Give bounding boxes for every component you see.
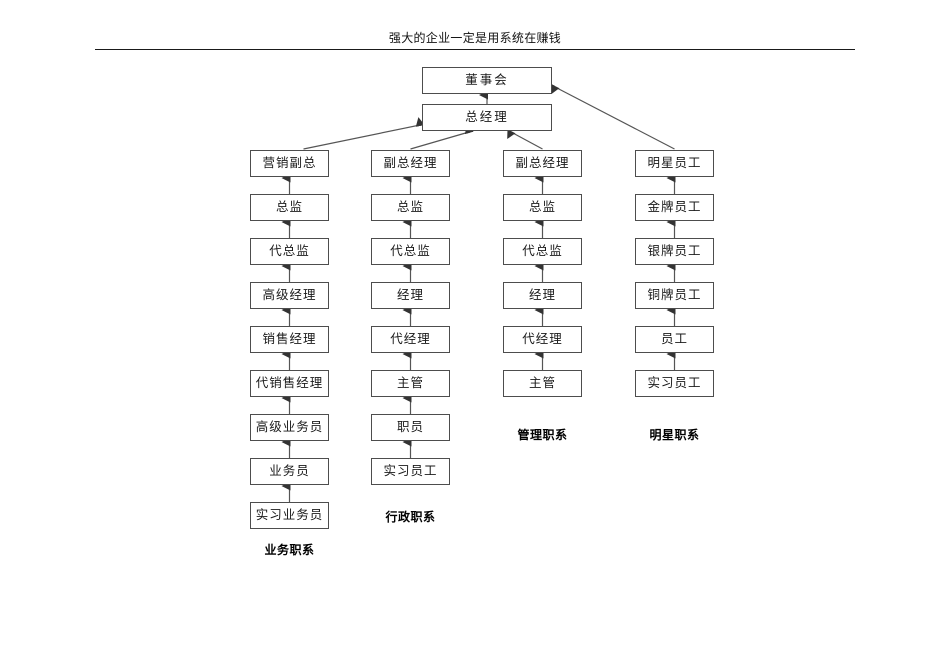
node-col-management-1: 总监 <box>503 194 582 221</box>
node-col-admin-6: 职员 <box>371 414 450 441</box>
edge-col-management-to-gm <box>507 128 543 150</box>
edge-col-star-to-board <box>551 84 675 150</box>
node-col-star-5: 实习员工 <box>635 370 714 397</box>
node-col-sales-6: 高级业务员 <box>250 414 329 441</box>
node-col-admin-2: 代总监 <box>371 238 450 265</box>
connector-edges <box>281 84 676 502</box>
edge-col-sales-to-gm <box>303 117 425 150</box>
node-col-sales-2: 代总监 <box>250 238 329 265</box>
document-header: 强大的企业一定是用系统在赚钱 <box>95 30 855 52</box>
node-col-management-4: 代经理 <box>503 326 582 353</box>
edge-col-admin-to-gm <box>410 124 474 150</box>
node-gm: 总经理 <box>422 104 552 131</box>
node-col-star-4: 员工 <box>635 326 714 353</box>
node-col-star-1: 金牌员工 <box>635 194 714 221</box>
node-col-management-2: 代总监 <box>503 238 582 265</box>
node-col-sales-8: 实习业务员 <box>250 502 329 529</box>
node-col-star-0: 明星员工 <box>635 150 714 177</box>
node-col-sales-3: 高级经理 <box>250 282 329 309</box>
node-board: 董事会 <box>422 67 552 94</box>
caption-col-star: 明星职系 <box>649 428 700 442</box>
node-col-star-2: 银牌员工 <box>635 238 714 265</box>
header-divider <box>95 49 855 50</box>
node-col-management-3: 经理 <box>503 282 582 309</box>
caption-col-sales: 业务职系 <box>264 543 315 557</box>
node-col-admin-1: 总监 <box>371 194 450 221</box>
caption-col-management: 管理职系 <box>517 428 568 442</box>
node-col-management-0: 副总经理 <box>503 150 582 177</box>
node-col-admin-5: 主管 <box>371 370 450 397</box>
node-col-admin-0: 副总经理 <box>371 150 450 177</box>
node-col-admin-4: 代经理 <box>371 326 450 353</box>
node-col-management-5: 主管 <box>503 370 582 397</box>
page-title: 强大的企业一定是用系统在赚钱 <box>388 31 562 45</box>
caption-col-admin: 行政职系 <box>385 510 436 524</box>
node-col-sales-0: 营销副总 <box>250 150 329 177</box>
node-col-star-3: 铜牌员工 <box>635 282 714 309</box>
node-col-sales-5: 代销售经理 <box>250 370 329 397</box>
node-col-sales-7: 业务员 <box>250 458 329 485</box>
node-col-sales-1: 总监 <box>250 194 329 221</box>
node-col-admin-3: 经理 <box>371 282 450 309</box>
node-col-sales-4: 销售经理 <box>250 326 329 353</box>
node-col-admin-7: 实习员工 <box>371 458 450 485</box>
